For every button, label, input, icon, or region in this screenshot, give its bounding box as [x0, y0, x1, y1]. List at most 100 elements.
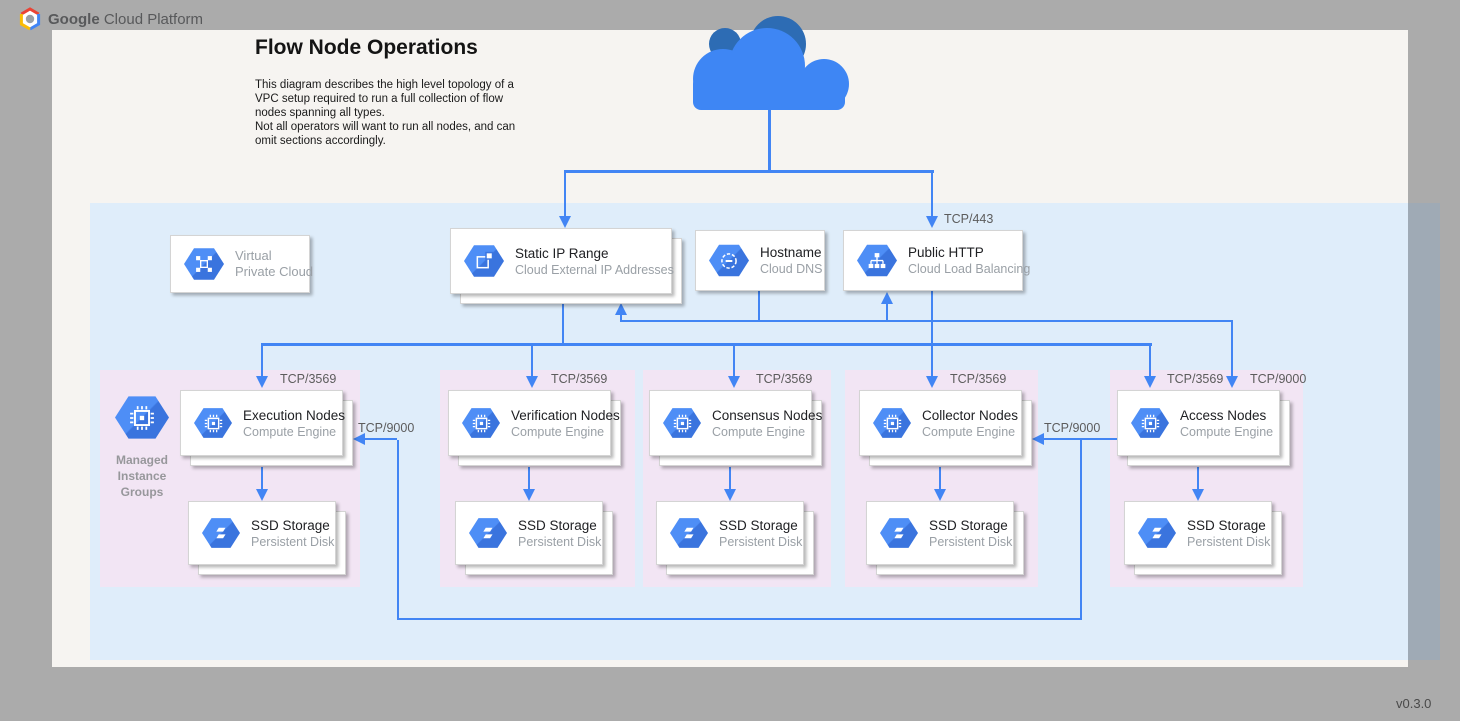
- access-nodes-title: Access Nodes: [1180, 407, 1267, 423]
- static-ip-drop-arrow: [559, 216, 571, 228]
- access-ssd-subtitle: Persistent Disk: [1187, 534, 1271, 549]
- managed-instance-groups-label: Managed Instance Groups: [115, 453, 168, 499]
- load-balancer-up-stub: [886, 304, 888, 322]
- hostname-title: Hostname: [760, 245, 822, 260]
- collector-drop-arrow: [926, 376, 938, 388]
- consensus-ssd-title: SSD Storage: [719, 517, 798, 533]
- persistent-disk-icon: [202, 518, 240, 548]
- collector-drop-line: [931, 346, 933, 376]
- static-ip-subtitle: Cloud External IP Addresses: [515, 262, 674, 277]
- access-nodes-card[interactable]: Access Nodes Compute Engine: [1117, 390, 1280, 456]
- execution-peer-arrow: [353, 433, 365, 445]
- verification-nodes-card[interactable]: Verification Nodes Compute Engine: [448, 390, 620, 456]
- port-label-peer-left: TCP/9000: [358, 421, 415, 435]
- public-http-card[interactable]: Public HTTP Cloud Load Balancing: [843, 230, 1031, 291]
- verification-drop-line: [531, 346, 533, 376]
- collector-ssd-card[interactable]: SSD Storage Persistent Disk: [866, 501, 1014, 565]
- access-9000-drop-line: [1231, 320, 1233, 376]
- execution-nodes-title: Execution Nodes: [243, 407, 346, 423]
- verification-ssd-subtitle: Persistent Disk: [518, 534, 602, 549]
- verification-ssd-line: [528, 467, 530, 489]
- access-9000-drop-arrow: [1226, 376, 1238, 388]
- return-up-arrow-static-ip: [615, 303, 627, 315]
- consensus-nodes-title: Consensus Nodes: [712, 407, 823, 423]
- static-ip-title: Static IP Range: [515, 245, 609, 261]
- hostname-stem: [758, 291, 760, 322]
- execution-ssd-card[interactable]: SSD Storage Persistent Disk: [188, 501, 336, 565]
- hostname-card[interactable]: Hostname Cloud DNS: [695, 230, 825, 291]
- hostname-subtitle: Cloud DNS: [760, 262, 823, 276]
- persistent-disk-icon: [1138, 518, 1176, 548]
- return-up-stub: [620, 314, 622, 322]
- consensus-nodes-card[interactable]: Consensus Nodes Compute Engine: [649, 390, 823, 456]
- persistent-disk-icon: [469, 518, 507, 548]
- vpc-card-title-line2: Private Cloud: [235, 264, 314, 279]
- top-bus-line: [564, 170, 934, 173]
- peer-left-vertical: [397, 440, 399, 618]
- access-nodes-subtitle: Compute Engine: [1180, 424, 1274, 439]
- vpc-region-overhang: [1408, 203, 1440, 660]
- port-label-access-9000: TCP/9000: [1250, 372, 1307, 386]
- https-drop-line: [931, 172, 933, 216]
- public-http-subtitle: Cloud Load Balancing: [908, 262, 1031, 276]
- execution-nodes-subtitle: Compute Engine: [243, 424, 337, 439]
- return-up-arrow-load-balancer: [881, 292, 893, 304]
- main-bus-line: [261, 343, 1152, 346]
- consensus-ssd-card[interactable]: SSD Storage Persistent Disk: [656, 501, 804, 565]
- access-ssd-title: SSD Storage: [1187, 517, 1266, 533]
- collector-nodes-subtitle: Compute Engine: [922, 424, 1016, 439]
- compute-engine-icon: [1131, 408, 1169, 438]
- consensus-ssd-line: [729, 467, 731, 489]
- port-label-verification: TCP/3569: [551, 372, 608, 386]
- static-ip-range-card[interactable]: Static IP Range Cloud External IP Addres…: [450, 228, 674, 294]
- persistent-disk-icon: [880, 518, 918, 548]
- version-label: v0.3.0: [1396, 696, 1432, 711]
- access-peer-line: [1044, 438, 1117, 440]
- verification-nodes-subtitle: Compute Engine: [511, 424, 605, 439]
- compute-engine-icon: [873, 408, 911, 438]
- execution-peer-line: [365, 438, 397, 440]
- collector-ssd-line: [939, 467, 941, 489]
- verification-nodes-title: Verification Nodes: [511, 407, 620, 423]
- verification-ssd-card[interactable]: SSD Storage Persistent Disk: [455, 501, 603, 565]
- verification-ssd-arrow: [523, 489, 535, 501]
- port-label-collector: TCP/3569: [950, 372, 1007, 386]
- consensus-drop-line: [733, 346, 735, 376]
- cloud-stem-line: [768, 108, 771, 171]
- access-drop-line: [1149, 346, 1151, 376]
- execution-ssd-line: [261, 467, 263, 489]
- static-ip-bottom-stem: [562, 304, 564, 345]
- return-bus-line: [620, 320, 1233, 322]
- https-drop-arrow: [926, 216, 938, 228]
- load-balancer-icon: [857, 244, 897, 277]
- collector-ssd-arrow: [934, 489, 946, 501]
- execution-nodes-card[interactable]: Execution Nodes Compute Engine: [180, 390, 346, 456]
- peer-right-vertical: [1080, 440, 1082, 618]
- page-title: Flow Node Operations: [255, 36, 478, 59]
- vpc-icon: [184, 248, 224, 280]
- port-label-access-3569: TCP/3569: [1167, 372, 1224, 386]
- access-ssd-card[interactable]: SSD Storage Persistent Disk: [1124, 501, 1272, 565]
- virtual-private-cloud-card[interactable]: Virtual Private Cloud: [170, 235, 314, 293]
- vpc-card-title-line1: Virtual: [235, 248, 272, 263]
- compute-engine-icon: [194, 408, 232, 438]
- google-cloud-logo-icon: [19, 7, 41, 31]
- consensus-ssd-subtitle: Persistent Disk: [719, 534, 803, 549]
- collector-ssd-title: SSD Storage: [929, 517, 1008, 533]
- collector-nodes-card[interactable]: Collector Nodes Compute Engine: [859, 390, 1022, 456]
- peer-bottom-line: [397, 618, 1082, 620]
- port-label-peer-right: TCP/9000: [1044, 421, 1101, 435]
- execution-ssd-subtitle: Persistent Disk: [251, 534, 335, 549]
- consensus-ssd-arrow: [724, 489, 736, 501]
- port-label-https: TCP/443: [944, 212, 994, 226]
- compute-engine-icon: [462, 408, 500, 438]
- consensus-drop-arrow: [728, 376, 740, 388]
- port-label-consensus: TCP/3569: [756, 372, 813, 386]
- persistent-disk-icon: [670, 518, 708, 548]
- execution-ssd-title: SSD Storage: [251, 517, 330, 533]
- load-balancer-bottom-stem: [931, 291, 933, 345]
- consensus-nodes-subtitle: Compute Engine: [712, 424, 806, 439]
- page-description: This diagram describes the high level to…: [255, 79, 516, 147]
- brand-cloud-platform: Cloud Platform: [103, 11, 204, 28]
- access-ssd-arrow: [1192, 489, 1204, 501]
